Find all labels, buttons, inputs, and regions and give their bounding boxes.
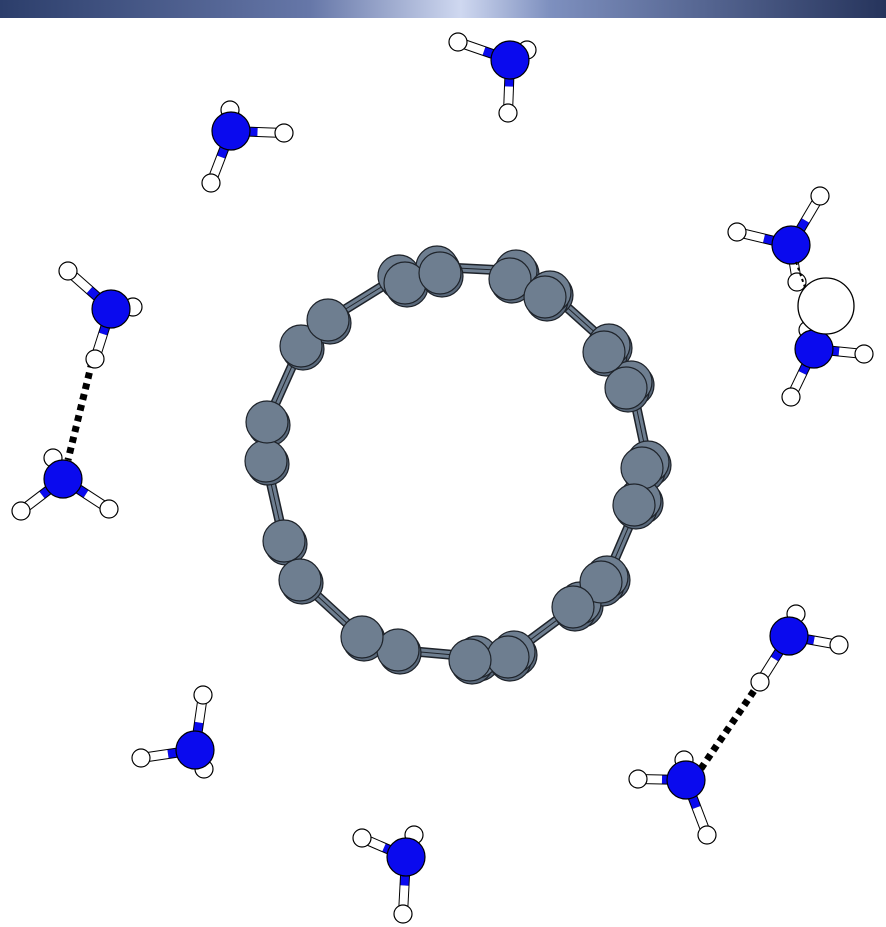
ammonia-molecule [131, 685, 215, 779]
carbon-atom [551, 585, 595, 629]
hydrogen-atom [810, 186, 830, 206]
carbon-atom [262, 519, 306, 563]
hydrogen-atom [99, 499, 119, 519]
ammonia-molecule [727, 186, 830, 292]
hydrogen-atom [750, 672, 770, 692]
hydrogen-atom [498, 103, 518, 123]
hydrogen-atom [787, 272, 807, 292]
weak-bond [795, 261, 807, 291]
hydrogen-atom [829, 635, 849, 655]
nitrogen-atom [43, 459, 83, 499]
nitrogen-atom [666, 760, 706, 800]
header-band [0, 0, 886, 18]
hydrogen-atom [11, 501, 31, 521]
hydrogen-atom [628, 769, 648, 789]
hydrogen-atom [448, 32, 468, 52]
ammonia-molecule [448, 32, 537, 123]
ammonia-molecule [201, 100, 294, 193]
carbon-atom [486, 635, 530, 679]
carbon-atom [244, 439, 288, 483]
hydrogen-bonds [64, 361, 763, 772]
nitrogen-atom [771, 225, 811, 265]
nitrogen-atom [386, 837, 426, 877]
carbon-atom [279, 324, 323, 368]
hydrogen-atom [85, 349, 105, 369]
nitrogen-atom [91, 289, 131, 329]
nitrogen-atom [769, 616, 809, 656]
carbon-atom [612, 483, 656, 527]
carbon-atom [306, 298, 350, 342]
carbon-atom [604, 366, 648, 410]
hydrogen-atom [201, 173, 221, 193]
hydrogen-bond [64, 361, 96, 461]
hydrogen-atom [697, 825, 717, 845]
ammonia-molecules [11, 32, 874, 924]
carbon-atom [448, 638, 492, 682]
carbon-atom [523, 275, 567, 319]
hydrogen-atom [274, 123, 294, 143]
hydrogen-bond [697, 680, 763, 772]
ammonia-molecule [628, 750, 717, 845]
ammonia-molecule [58, 261, 143, 369]
nitrogen-atom [175, 730, 215, 770]
carbon-atom [418, 251, 462, 295]
carbon-atom [278, 558, 322, 602]
carbon-atom [245, 400, 289, 444]
carbon-atom [620, 446, 664, 490]
hydrogen-atom [193, 685, 213, 705]
hydrogen-atom [854, 344, 874, 364]
free-hydrogen-atom [797, 277, 855, 335]
carbon-ring [244, 245, 672, 685]
ammonia-molecule [352, 825, 426, 924]
carbon-atom [488, 257, 532, 301]
hydrogen-atom [781, 387, 801, 407]
nitrogen-atom [211, 111, 251, 151]
hydrogen-atom [727, 222, 747, 242]
hydrogen-atom [352, 828, 372, 848]
nitrogen-atom [490, 40, 530, 80]
ammonia-molecule [750, 604, 849, 692]
hydrogen-atom [393, 904, 413, 924]
carbon-atom [582, 330, 626, 374]
hydrogen-atom [58, 261, 78, 281]
hydrogen-atom [131, 748, 151, 768]
nitrogen-atom [794, 329, 834, 369]
carbon-atom [579, 560, 623, 604]
ammonia-molecule [11, 448, 119, 521]
carbon-atom [340, 615, 384, 659]
